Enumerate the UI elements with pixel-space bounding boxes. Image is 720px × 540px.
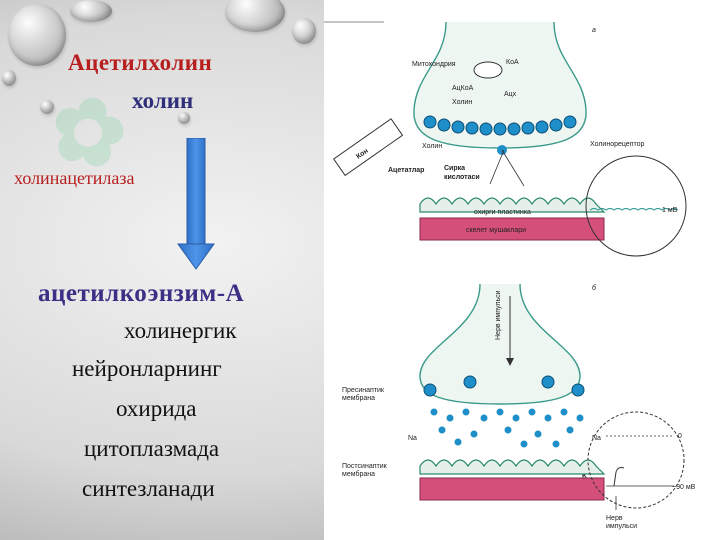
label-postsynaptic-2: мембрана xyxy=(342,470,375,478)
label-acetyl-coa: АцКоА xyxy=(452,85,474,92)
synapse-diagram-panel: а Митохондрия КоА АцКоА Холин Ацх Холин … xyxy=(324,0,720,540)
postsynaptic-membrane-a xyxy=(419,197,606,213)
blood-vessel-icon: Кон xyxy=(332,118,404,177)
presynaptic-terminal-b xyxy=(419,283,581,405)
panel-a-label: а xyxy=(592,27,596,34)
skeletal-muscle-b xyxy=(419,477,605,501)
label-na-right: Na xyxy=(592,435,601,442)
title-acetylcholine: Ацетилхолин xyxy=(68,50,213,75)
label-skeletal-muscle: скелет мушаклари xyxy=(466,227,526,234)
description-line: цитоплазмада xyxy=(84,436,220,461)
label-choline-2: Холин xyxy=(422,143,442,150)
description-line: нейронларнинг xyxy=(72,356,222,381)
label-nerve-impulse-2: импульси xyxy=(606,523,637,530)
label-cholinoreceptor: Холинорецептор xyxy=(590,141,645,148)
label-mitochondria: Митохондрия xyxy=(412,61,456,68)
water-drop xyxy=(70,0,112,22)
synapse-diagram: а Митохондрия КоА АцКоА Холин Ацх Холин … xyxy=(324,21,696,530)
postsynaptic-membrane-b xyxy=(419,459,606,475)
vesicle-row-b xyxy=(423,375,585,397)
recording-circle-b xyxy=(587,411,685,509)
label-coa: КоА xyxy=(506,59,519,66)
water-drop xyxy=(225,0,285,32)
label-nerve-impulse-1: Нерв xyxy=(606,515,623,522)
description-line: синтезланади xyxy=(82,476,215,501)
label-na-left: Na xyxy=(408,435,417,442)
water-drop xyxy=(2,70,16,86)
recording-circle-a xyxy=(585,155,687,257)
label-acetic-acid-1: Сирка xyxy=(444,165,465,172)
label-choline-acetylase: холинацетилаза xyxy=(14,168,135,188)
mitochondrion-icon xyxy=(473,61,503,79)
down-arrow-icon xyxy=(177,138,215,270)
label-acetic-acid-2: кислотаси xyxy=(444,174,480,181)
skeletal-muscle-a xyxy=(419,217,605,241)
label-end-plate: охирги пластинка xyxy=(474,209,531,216)
water-drop xyxy=(40,100,54,114)
label-postsynaptic-1: Постсинаптик xyxy=(342,463,388,470)
label-acetates: Ацетатлар xyxy=(388,167,424,174)
water-drop xyxy=(178,112,190,124)
label-choline-a: Холин xyxy=(452,99,472,106)
label-nerve-impulse-vertical: Нерв импульси xyxy=(495,290,502,340)
label-ach: Ацх xyxy=(504,91,517,98)
label-presynaptic-2: мембрана xyxy=(342,394,375,402)
water-drop xyxy=(292,18,316,44)
label-presynaptic-1: Пресинаптик xyxy=(342,387,385,394)
released-ach xyxy=(430,408,584,448)
description-line: охирида xyxy=(116,396,197,421)
label-minus-90-mv: −90 мВ xyxy=(672,484,696,491)
label-acetyl-coenzyme-a: ацетилкоэнзим-А xyxy=(38,280,245,307)
label-choline: холин xyxy=(132,88,194,113)
label-1mv: 1 мВ xyxy=(662,207,678,214)
description-line: холинергик xyxy=(124,318,237,343)
label-k-right: K xyxy=(582,473,587,480)
water-drop xyxy=(8,4,66,66)
vesicle-row-a xyxy=(423,115,577,136)
panel-b-label: б xyxy=(592,284,597,292)
label-zero-mv: 0 xyxy=(678,433,682,440)
